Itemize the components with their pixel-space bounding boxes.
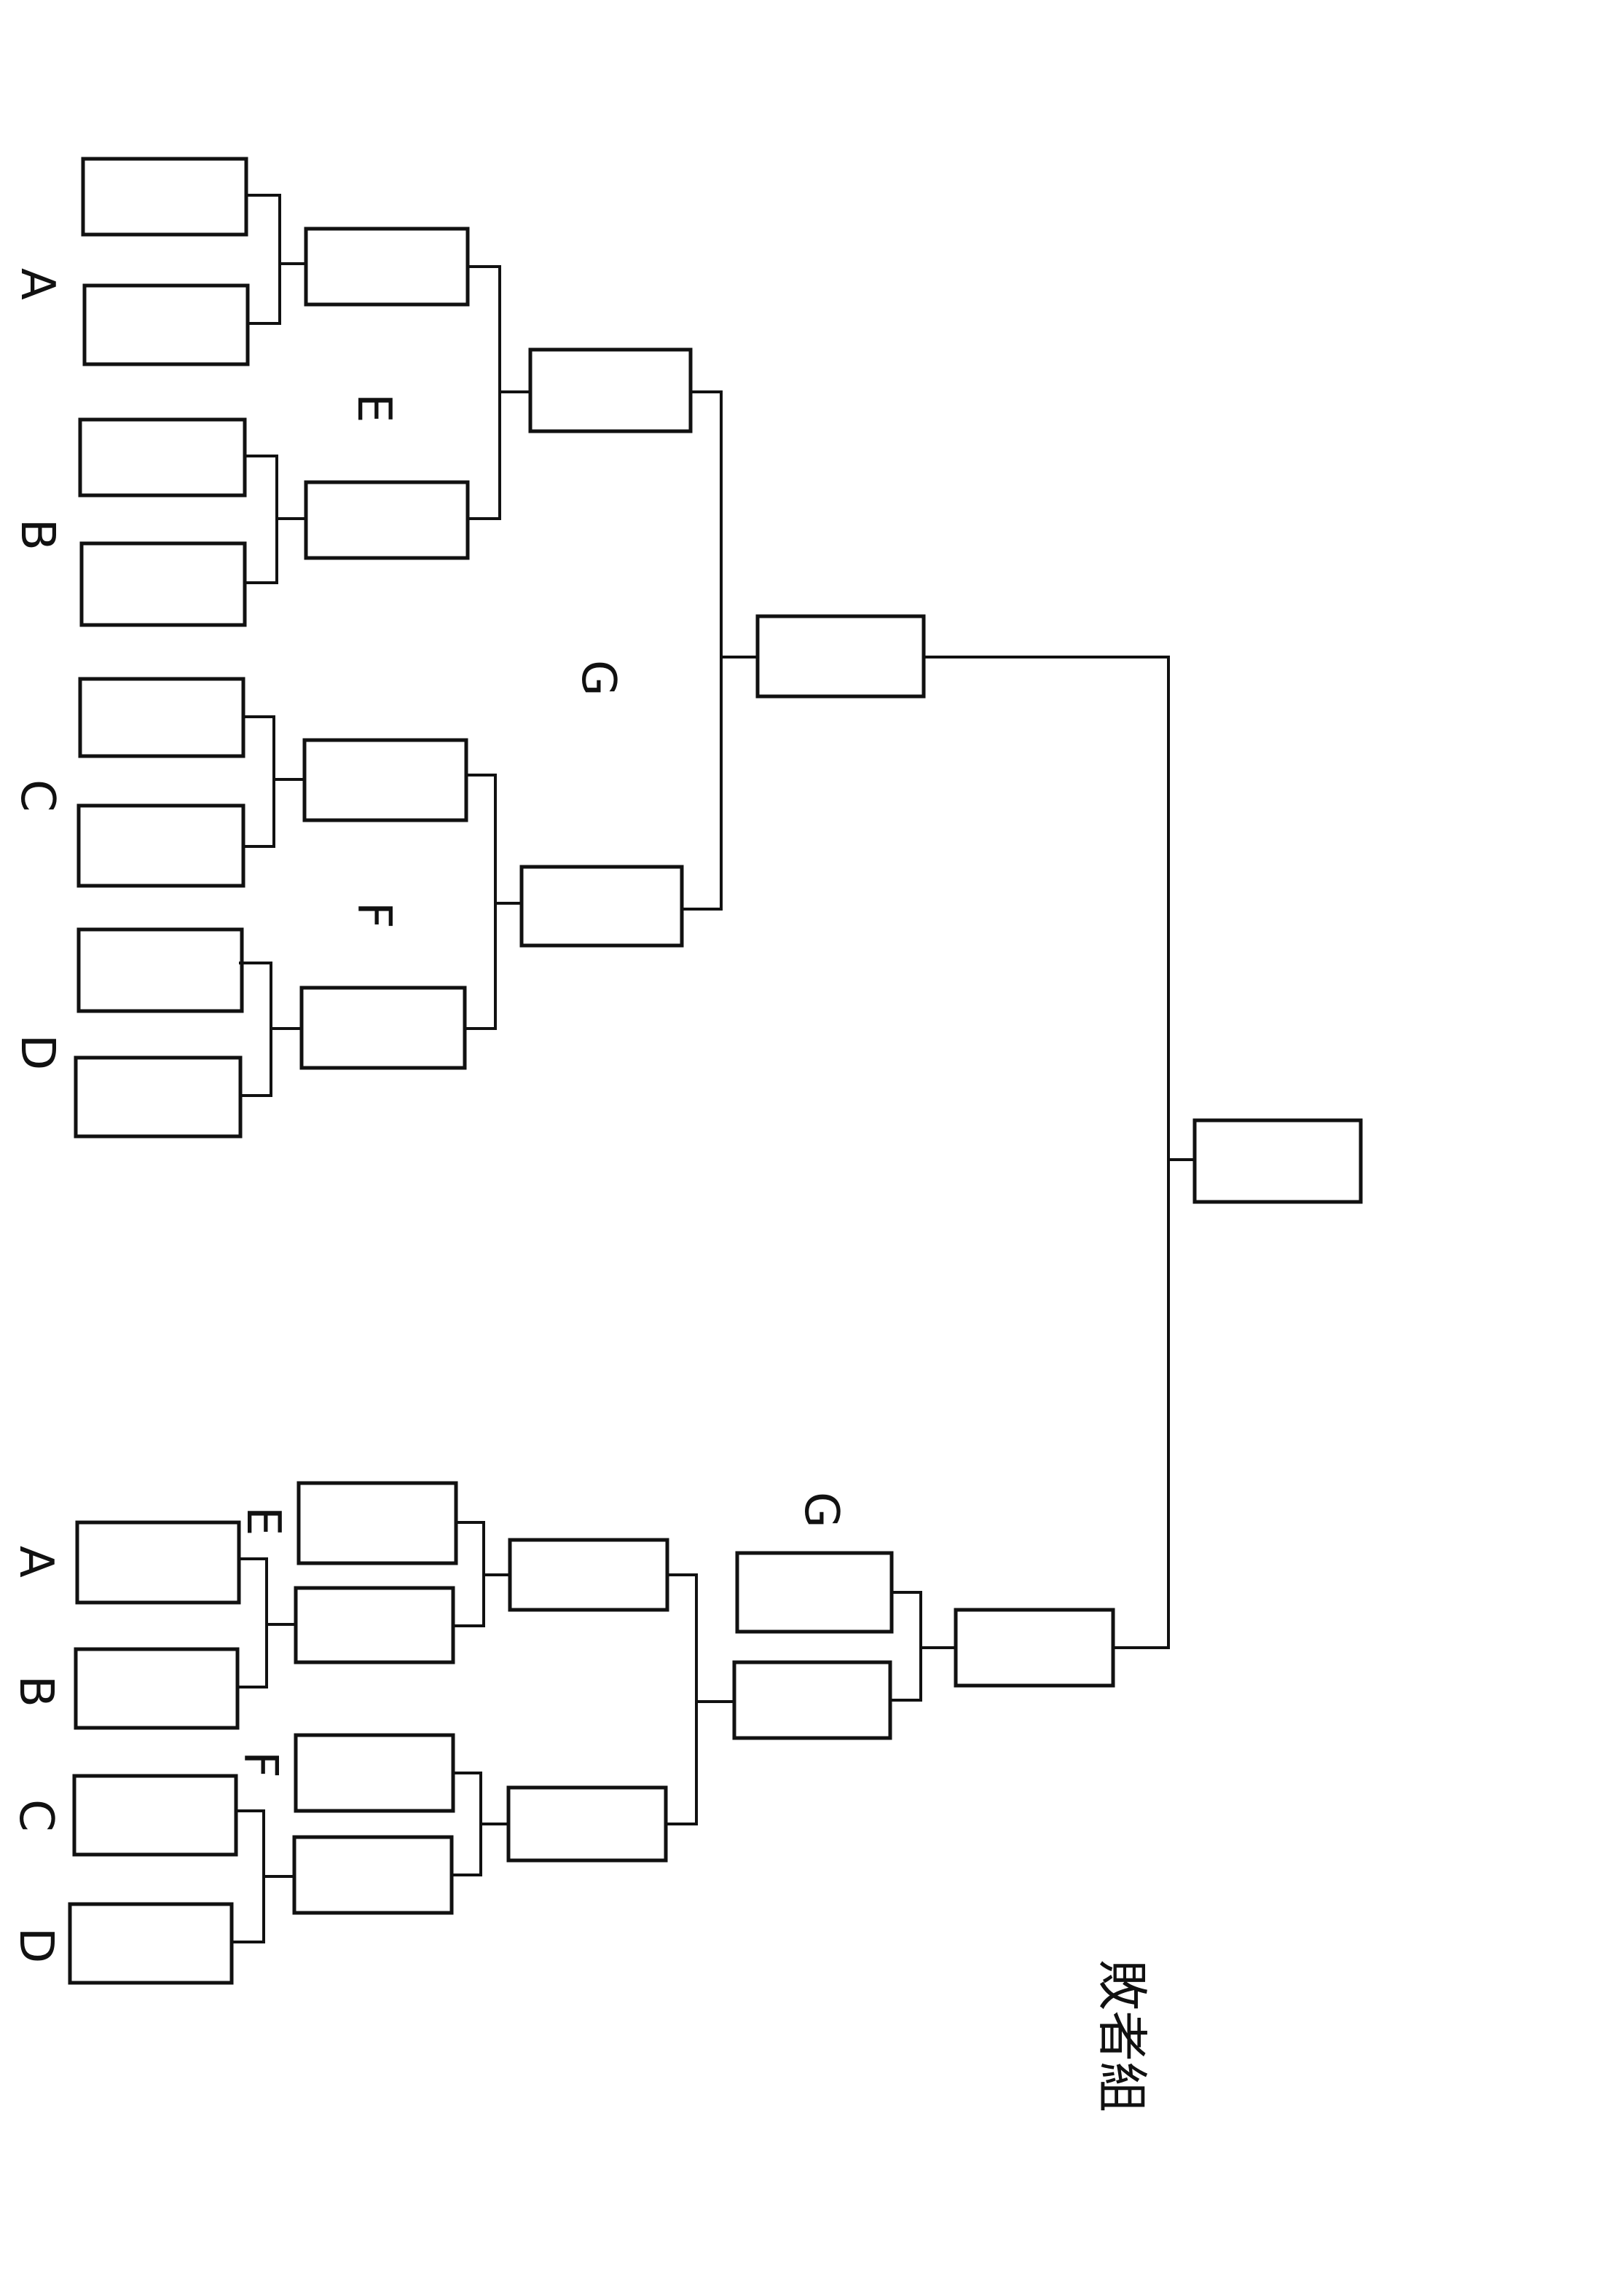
upper-connector-r1-d <box>239 962 303 1097</box>
lower-r4-slot-2[interactable] <box>732 1660 892 1740</box>
lower-connector-r4 <box>889 1591 957 1702</box>
grand-final-connector <box>922 656 1196 1649</box>
upper-r1-slot-4[interactable] <box>79 541 247 627</box>
grand-final <box>922 656 1363 1649</box>
lower-entry-slot-c[interactable] <box>72 1774 238 1857</box>
upper-r1-slot-7[interactable] <box>76 927 244 1013</box>
lower-r2-slot-4[interactable] <box>292 1835 454 1915</box>
lower-connector-ab <box>236 1557 297 1688</box>
lower-group-b-label: B <box>9 1675 63 1707</box>
upper-r1-slot-8[interactable] <box>74 1055 243 1139</box>
upper-r3-slot-2[interactable] <box>519 865 684 948</box>
lower-semi-f-label: F <box>233 1751 287 1778</box>
upper-semi-e-label: E <box>347 393 401 422</box>
upper-connector-r1-b <box>243 455 307 584</box>
lower-bracket: A B C D E F G 敗者組 <box>9 1481 1152 2112</box>
lower-r2-slot-2[interactable] <box>294 1586 455 1664</box>
lower-final-g-label: G <box>794 1492 848 1528</box>
upper-r2-slot-2[interactable] <box>304 480 470 560</box>
lower-group-c-label: C <box>9 1799 63 1832</box>
upper-r1-slot-2[interactable] <box>82 283 250 366</box>
upper-connector-r2-b <box>463 774 523 1030</box>
lower-r5-slot[interactable] <box>954 1608 1115 1688</box>
upper-r1-slot-1[interactable] <box>81 157 248 237</box>
upper-r1-slot-5[interactable] <box>78 677 245 758</box>
upper-semi-f-label: F <box>347 902 401 929</box>
upper-r1-slot-6[interactable] <box>76 803 245 888</box>
lower-group-d-label: D <box>9 1927 63 1963</box>
lower-r4-slot-1[interactable] <box>735 1551 894 1634</box>
lower-connector-r2-top <box>452 1521 511 1627</box>
upper-connector-r1-a <box>245 194 307 325</box>
lower-connector-r2-bottom <box>450 1772 510 1876</box>
lower-entry-slot-b[interactable] <box>74 1647 240 1730</box>
upper-r2-slot-4[interactable] <box>299 986 467 1070</box>
upper-r2-slot-1[interactable] <box>304 227 470 307</box>
upper-final-g-label: G <box>571 660 625 696</box>
lower-r2-slot-1[interactable] <box>296 1481 458 1565</box>
upper-r4-slot[interactable] <box>755 614 926 699</box>
lower-bracket-title: 敗者組 <box>1092 1959 1152 2112</box>
lower-r3-slot-2[interactable] <box>506 1785 668 1863</box>
upper-connector-r3 <box>680 390 759 911</box>
upper-group-b-label: B <box>10 519 64 551</box>
upper-r2-slot-3[interactable] <box>302 738 468 822</box>
champion-slot[interactable] <box>1192 1118 1363 1204</box>
lower-entry-slot-a[interactable] <box>75 1520 241 1605</box>
upper-connector-r1-c <box>242 715 306 848</box>
upper-r1-slot-3[interactable] <box>78 417 247 498</box>
upper-connector-r2-a <box>466 265 532 520</box>
upper-group-c-label: C <box>10 779 64 812</box>
lower-r2-slot-3[interactable] <box>294 1733 455 1813</box>
upper-group-d-label: D <box>10 1034 64 1070</box>
upper-r3-slot-1[interactable] <box>528 347 693 433</box>
lower-connector-r3 <box>664 1573 736 1825</box>
lower-entry-slot-d[interactable] <box>68 1902 234 1985</box>
lower-semi-e-label: E <box>236 1506 290 1536</box>
upper-bracket: A B C D E F G <box>10 157 926 1139</box>
upper-group-a-label: A <box>10 268 64 300</box>
lower-r3-slot-1[interactable] <box>508 1538 669 1612</box>
lower-connector-cd <box>230 1809 296 1943</box>
lower-group-a-label: A <box>9 1546 63 1578</box>
